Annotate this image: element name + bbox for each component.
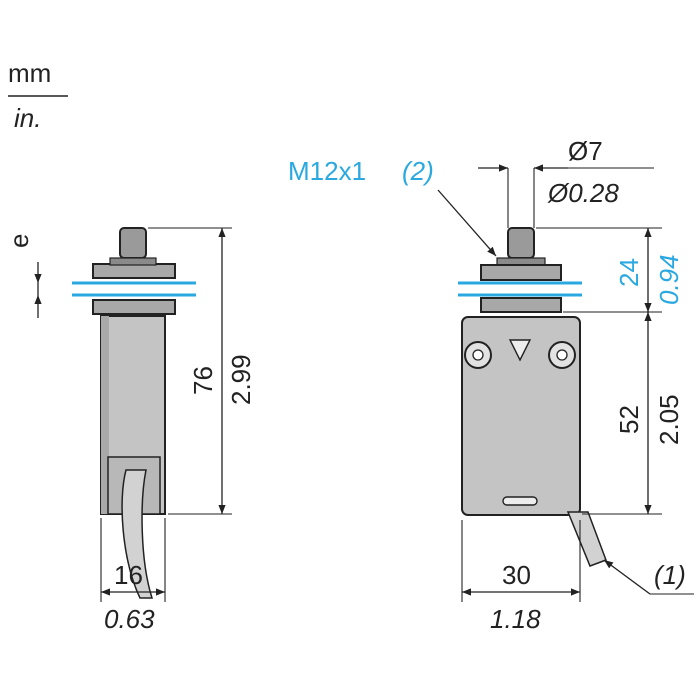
center-notch <box>508 339 532 362</box>
front-width-in: 1.18 <box>490 604 541 634</box>
front-body <box>461 316 581 516</box>
cable-leader <box>603 559 651 595</box>
side-thread <box>109 257 157 266</box>
mounting-hole-left-inner <box>472 349 484 361</box>
front-cable <box>566 511 607 567</box>
plunger-in: 0.94 <box>654 254 684 305</box>
side-plunger <box>119 227 147 259</box>
e-label: e <box>4 234 34 248</box>
dia-in: Ø0.28 <box>547 178 619 208</box>
side-view: e 76 2.99 16 0.63 <box>4 227 256 634</box>
front-plunger <box>507 227 535 259</box>
mounting-hole-right-inner <box>556 349 568 361</box>
side-width-mm: 16 <box>114 560 143 590</box>
dia-mm: Ø7 <box>568 136 603 166</box>
body-height-in: 2.05 <box>654 394 684 445</box>
thread-label: M12x1 <box>288 156 366 186</box>
unit-mm: mm <box>8 58 51 88</box>
side-width-in: 0.63 <box>104 604 155 634</box>
front-lower-nut <box>480 297 562 313</box>
side-height-mm: 76 <box>188 366 218 395</box>
unit-in: in. <box>14 103 41 133</box>
thread-note: (2) <box>402 156 434 186</box>
front-view: M12x1 (2) Ø7 Ø0.28 24 0.94 52 2.05 30 1.… <box>288 136 694 634</box>
front-upper-nut <box>480 264 562 281</box>
side-lower-nut <box>92 299 176 315</box>
units-legend: mm in. <box>8 58 68 133</box>
front-width-mm: 30 <box>502 560 531 590</box>
plunger-mm: 24 <box>614 258 644 287</box>
side-cable <box>121 469 154 599</box>
thread-leader <box>437 189 497 257</box>
side-body-shade <box>101 316 109 514</box>
side-upper-nut <box>92 263 176 279</box>
bottom-slot <box>502 496 538 506</box>
body-height-mm: 52 <box>614 405 644 434</box>
side-height-in: 2.99 <box>226 354 256 405</box>
cable-note: (1) <box>654 560 686 590</box>
